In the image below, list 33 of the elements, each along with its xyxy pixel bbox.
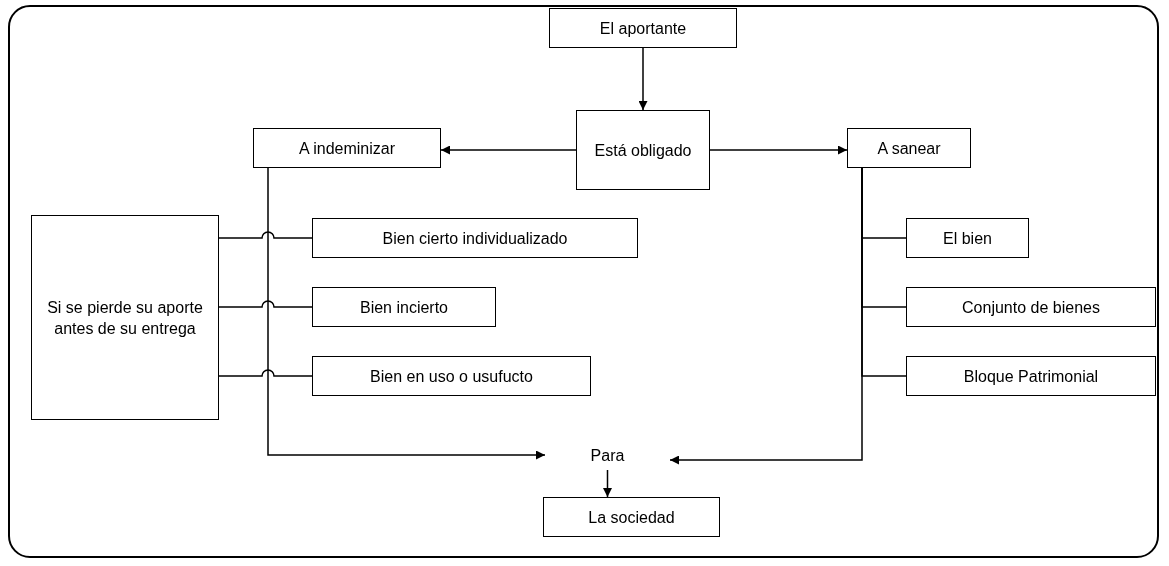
box-label: Está obligado (594, 140, 692, 161)
box-label: La sociedad (588, 507, 675, 528)
box-label: Bloque Patrimonial (963, 366, 1099, 387)
box-label: Bien incierto (359, 297, 448, 318)
box-label: Bien cierto individualizado (382, 228, 568, 249)
connector-line (218, 369, 313, 377)
box-label: Conjunto de bienes (962, 297, 1100, 318)
process-box (906, 218, 1029, 258)
connector-line (218, 300, 313, 308)
box-label: Bien en uso o usufucto (370, 366, 533, 387)
arrow (603, 469, 612, 498)
box-label: Si se pierde su aporte antes de su entrega (46, 297, 204, 339)
box-label: El aportante (599, 18, 687, 39)
box-label: El bien (943, 228, 992, 249)
arrow (638, 47, 648, 111)
process-box (253, 128, 441, 168)
process-box (31, 215, 219, 420)
box-label: A sanear (877, 138, 941, 159)
box-label: A indeminizar (298, 138, 395, 159)
process-box (847, 128, 971, 168)
arrow (267, 167, 546, 460)
process-box (543, 497, 720, 537)
arrow (709, 145, 848, 155)
process-box (549, 8, 737, 48)
process-box (906, 356, 1156, 396)
process-box (312, 218, 638, 258)
process-box (312, 356, 591, 396)
node-label: Para (590, 445, 625, 466)
process-box (312, 287, 496, 327)
process-box (576, 110, 710, 190)
process-box (906, 287, 1156, 327)
connector-line (218, 231, 313, 239)
arrow (440, 145, 577, 155)
